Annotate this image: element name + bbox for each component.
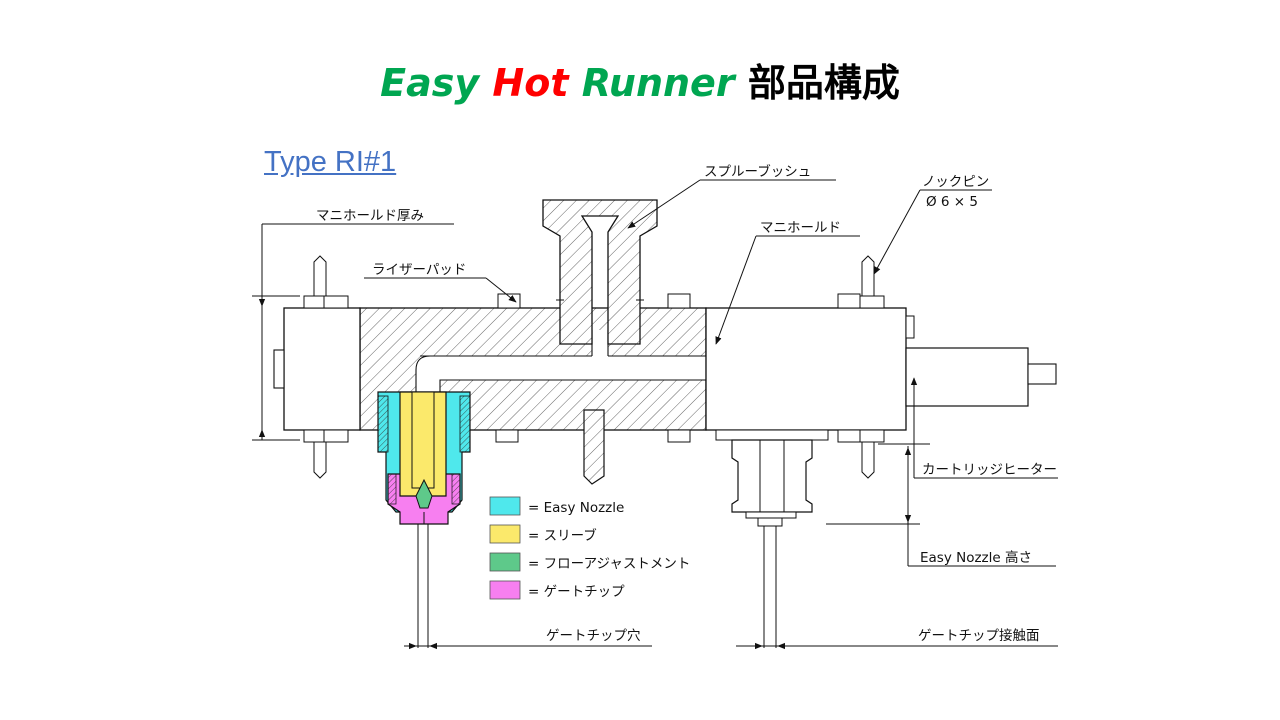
knock-pins-and-bolts bbox=[303, 255, 885, 479]
legend-text-easy-nozzle: = Easy Nozzle bbox=[528, 500, 624, 516]
manifold-body bbox=[359, 307, 707, 485]
color-legend: = Easy Nozzle = スリーブ = フローアジャストメント = ゲート… bbox=[489, 496, 690, 600]
left-end-block bbox=[273, 307, 361, 431]
legend-text-gate-tip: = ゲートチップ bbox=[528, 584, 625, 600]
label-manifold-thickness: マニホールド厚み bbox=[316, 208, 424, 224]
title-word-hot: Hot bbox=[492, 61, 569, 105]
type-subtitle: Type RI#1 bbox=[264, 146, 397, 178]
label-sprue-bush: スプルーブッシュ bbox=[704, 163, 811, 180]
legend-text-flow-adjustment: = フローアジャストメント bbox=[528, 556, 690, 572]
title-word-easy: Easy bbox=[380, 61, 480, 105]
legend-swatch-flow-adjustment bbox=[489, 552, 521, 572]
easy-nozzle-assembly bbox=[377, 391, 471, 525]
dimension-lines bbox=[252, 179, 1058, 650]
sprue-bush bbox=[542, 199, 658, 345]
label-manifold: マニホールド bbox=[760, 220, 841, 236]
label-gate-tip-hole: ゲートチップ穴 bbox=[546, 628, 641, 644]
legend-text-sleeve: = スリーブ bbox=[528, 527, 597, 544]
label-gate-tip-contact: ゲートチップ接触面 bbox=[918, 627, 1040, 644]
label-riser-pad: ライザーパッド bbox=[372, 262, 466, 278]
label-cartridge-heater: カートリッジヒーター bbox=[922, 462, 1057, 478]
label-easy-nozzle-height: Easy Nozzle 高さ bbox=[920, 549, 1032, 566]
legend-swatch-gate-tip bbox=[489, 580, 521, 600]
legend-swatch-sleeve bbox=[489, 524, 521, 544]
right-end-block bbox=[705, 307, 1057, 431]
title-word-runner: Runner bbox=[581, 61, 735, 105]
label-knock-pin-size: Ø 6 × 5 bbox=[926, 194, 978, 210]
title-word-parts: 部品構成 bbox=[747, 61, 900, 105]
legend-swatch-easy-nozzle bbox=[489, 496, 521, 516]
right-nozzle bbox=[715, 429, 829, 527]
page-title: Easy Hot Runner 部品構成 bbox=[0, 52, 1280, 107]
label-knock-pin: ノックピン bbox=[922, 174, 989, 190]
